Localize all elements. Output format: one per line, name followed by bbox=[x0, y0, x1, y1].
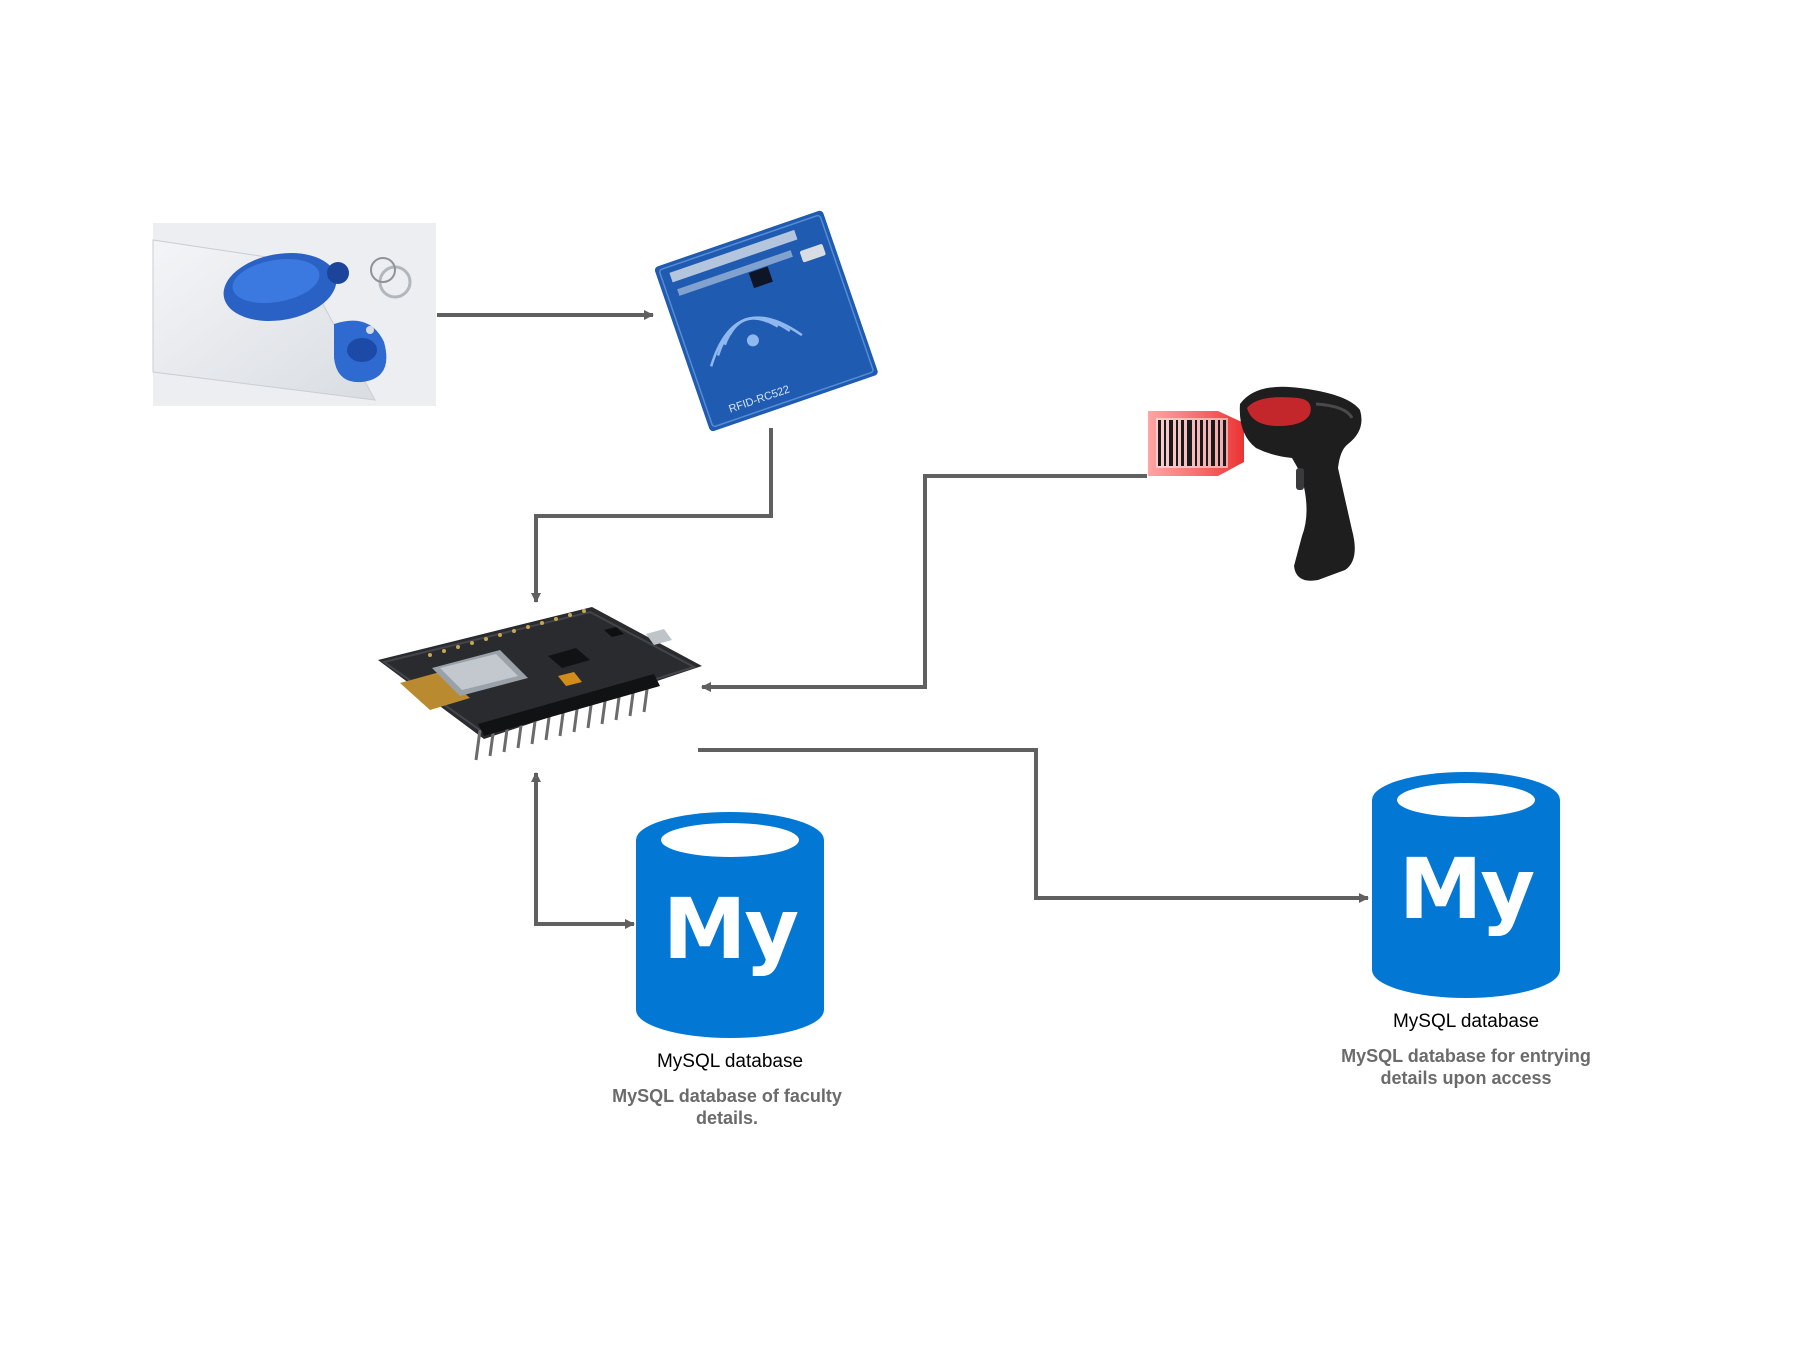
mysql-database-icon: My bbox=[636, 812, 824, 1038]
rfid-tags-photo bbox=[152, 223, 436, 406]
db-faculty-description-line1: MySQL database of faculty bbox=[612, 1086, 842, 1106]
connector-scanner-to-nodemcu bbox=[701, 474, 1147, 692]
barcode-scanner bbox=[1148, 386, 1362, 581]
connector-nodemcu-to-access-db bbox=[698, 748, 1369, 903]
db-access-caption: MySQL database bbox=[1392, 1011, 1540, 1032]
connector-nodemcu-faculty-db bbox=[531, 772, 635, 929]
db-access-description: MySQL database for entrying details upon… bbox=[1301, 1045, 1631, 1089]
connectors bbox=[437, 310, 1369, 929]
db-access-logo-text: My bbox=[1399, 840, 1535, 938]
connector-reader-to-nodemcu bbox=[531, 428, 773, 603]
rfid-reader-module: RFID-RC522 bbox=[654, 210, 878, 432]
db-faculty-description-line2: details. bbox=[695, 1108, 759, 1128]
db-faculty: My bbox=[636, 812, 824, 1038]
nodemcu-esp8266-board bbox=[378, 607, 702, 761]
db-faculty-caption: MySQL database bbox=[656, 1051, 804, 1072]
mysql-database-icon: My bbox=[1372, 772, 1560, 998]
db-access: My bbox=[1372, 772, 1560, 998]
db-access-description-line2: details upon access bbox=[1380, 1068, 1552, 1088]
db-access-description-line1: MySQL database for entrying bbox=[1341, 1046, 1591, 1066]
db-faculty-logo-text: My bbox=[663, 880, 799, 978]
db-faculty-description: MySQL database of faculty details. bbox=[567, 1085, 887, 1129]
